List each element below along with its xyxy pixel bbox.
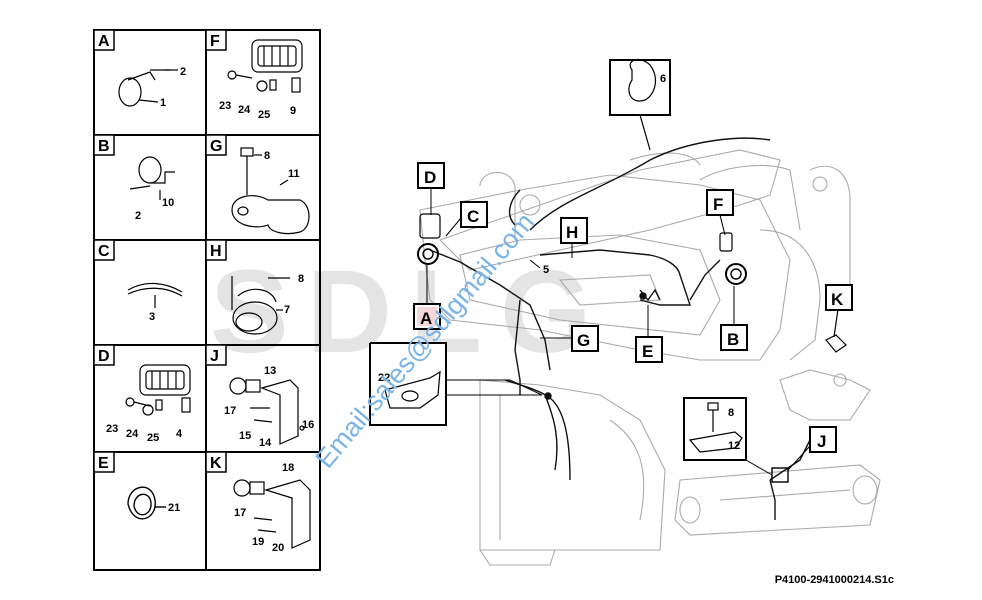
callout-f[interactable]: F [706,189,734,236]
part-number: 23 [219,100,231,112]
panel-e: E 21 [93,451,180,520]
sensor-k-location [825,308,847,353]
work-light-d-location [419,213,441,239]
detail-number-5: 5 [543,264,549,276]
part-number: 8 [298,273,304,285]
hose-clip-6-icon [628,58,657,102]
svg-text:K: K [831,290,844,309]
detail-number-22: 22 [378,372,390,384]
detail-number-12: 12 [728,440,740,452]
svg-text:J: J [817,432,826,451]
part-number: 25 [147,432,159,444]
panel-f-letter: F [210,33,220,50]
panel-a-letter: A [98,33,110,50]
cable-tie-icon [127,282,183,308]
svg-text:G: G [577,331,590,350]
horn-icon [231,276,290,335]
plate-icon [688,431,743,453]
svg-text:D: D [424,168,436,187]
panel-c: C 3 [93,239,183,323]
work-light-f-location [719,232,733,252]
lamp-bracket-icon [129,156,175,200]
callout-d[interactable]: D [417,162,445,215]
part-number: 15 [239,430,251,442]
part-number: 3 [149,311,155,323]
part-number: 14 [259,437,272,449]
panel-h-letter: H [210,243,222,260]
callout-e[interactable]: E [635,305,663,363]
panel-h: H 8 7 [205,239,304,335]
part-number: 17 [224,405,236,417]
lamp-icon [118,69,178,107]
panel-b-letter: B [98,138,110,155]
part-number: 17 [234,507,246,519]
panel-g-letter: G [210,138,222,155]
part-number: 24 [126,428,139,440]
part-number: 20 [272,542,284,554]
part-number: 19 [252,536,264,548]
detail-inset-12: 8 12 [683,397,773,476]
svg-text:B: B [727,330,739,349]
bolt-clamp-icon [231,147,310,235]
part-number: 9 [290,105,296,117]
callout-g[interactable]: G [540,325,599,352]
lamp-b-location [725,263,747,285]
work-light-icon [125,364,191,416]
panel-d-letter: D [98,348,110,365]
callout-b[interactable]: B [720,286,748,351]
panel-k: K 18 17 19 20 [205,451,311,554]
bracket-icon [384,370,441,409]
part-number: 1 [160,97,166,109]
part-number: 23 [106,423,118,435]
part-number: 7 [284,304,290,316]
panel-a: A 2 1 [93,29,186,109]
panel-j-letter: J [210,348,219,365]
part-number: 8 [264,150,270,162]
panel-c-letter: C [98,243,110,260]
work-light-icon [227,39,303,93]
part-number: 18 [282,462,294,474]
panel-d: D 23 24 25 4 [93,344,191,444]
panel-k-letter: K [210,455,222,472]
part-number: 16 [302,419,314,431]
part-number: 25 [258,109,270,121]
sensor-j-location [771,467,789,483]
detail-number-6: 6 [660,73,666,85]
detail-number-8: 8 [728,407,734,419]
callout-a[interactable]: A [413,265,441,330]
part-number: 4 [176,428,183,440]
svg-text:C: C [467,207,479,226]
panel-g: G 8 11 [205,134,310,235]
panel-f: F 23 24 25 9 [205,29,303,121]
lamp-a-location [417,243,439,265]
svg-text:E: E [642,342,653,361]
callout-j[interactable]: J [787,426,837,471]
sensor-bracket-icon [233,479,311,549]
svg-text:F: F [713,195,723,214]
panel-e-letter: E [98,455,109,472]
part-number: 24 [238,104,251,116]
part-number: 21 [168,502,180,514]
callout-c[interactable]: C [445,201,488,237]
part-number: 2 [135,210,141,222]
drawing-reference: P4100-2941000214.S1c [774,574,894,586]
callout-h[interactable]: H [560,217,588,258]
panel-j: J 13 17 16 15 14 [205,344,314,449]
sensor-bracket-icon [229,377,305,445]
part-number: 10 [162,197,174,209]
detail-inset-22: 22 [369,342,543,426]
part-number: 13 [264,365,276,377]
wiring-harness [429,137,811,520]
part-number: 11 [288,168,300,180]
svg-text:H: H [566,223,578,242]
svg-text:A: A [420,309,432,328]
callout-k[interactable]: K [825,284,853,311]
hose-clip-icon [127,486,166,520]
panel-b: B 2 10 [93,134,175,222]
part-number: 2 [180,66,186,78]
